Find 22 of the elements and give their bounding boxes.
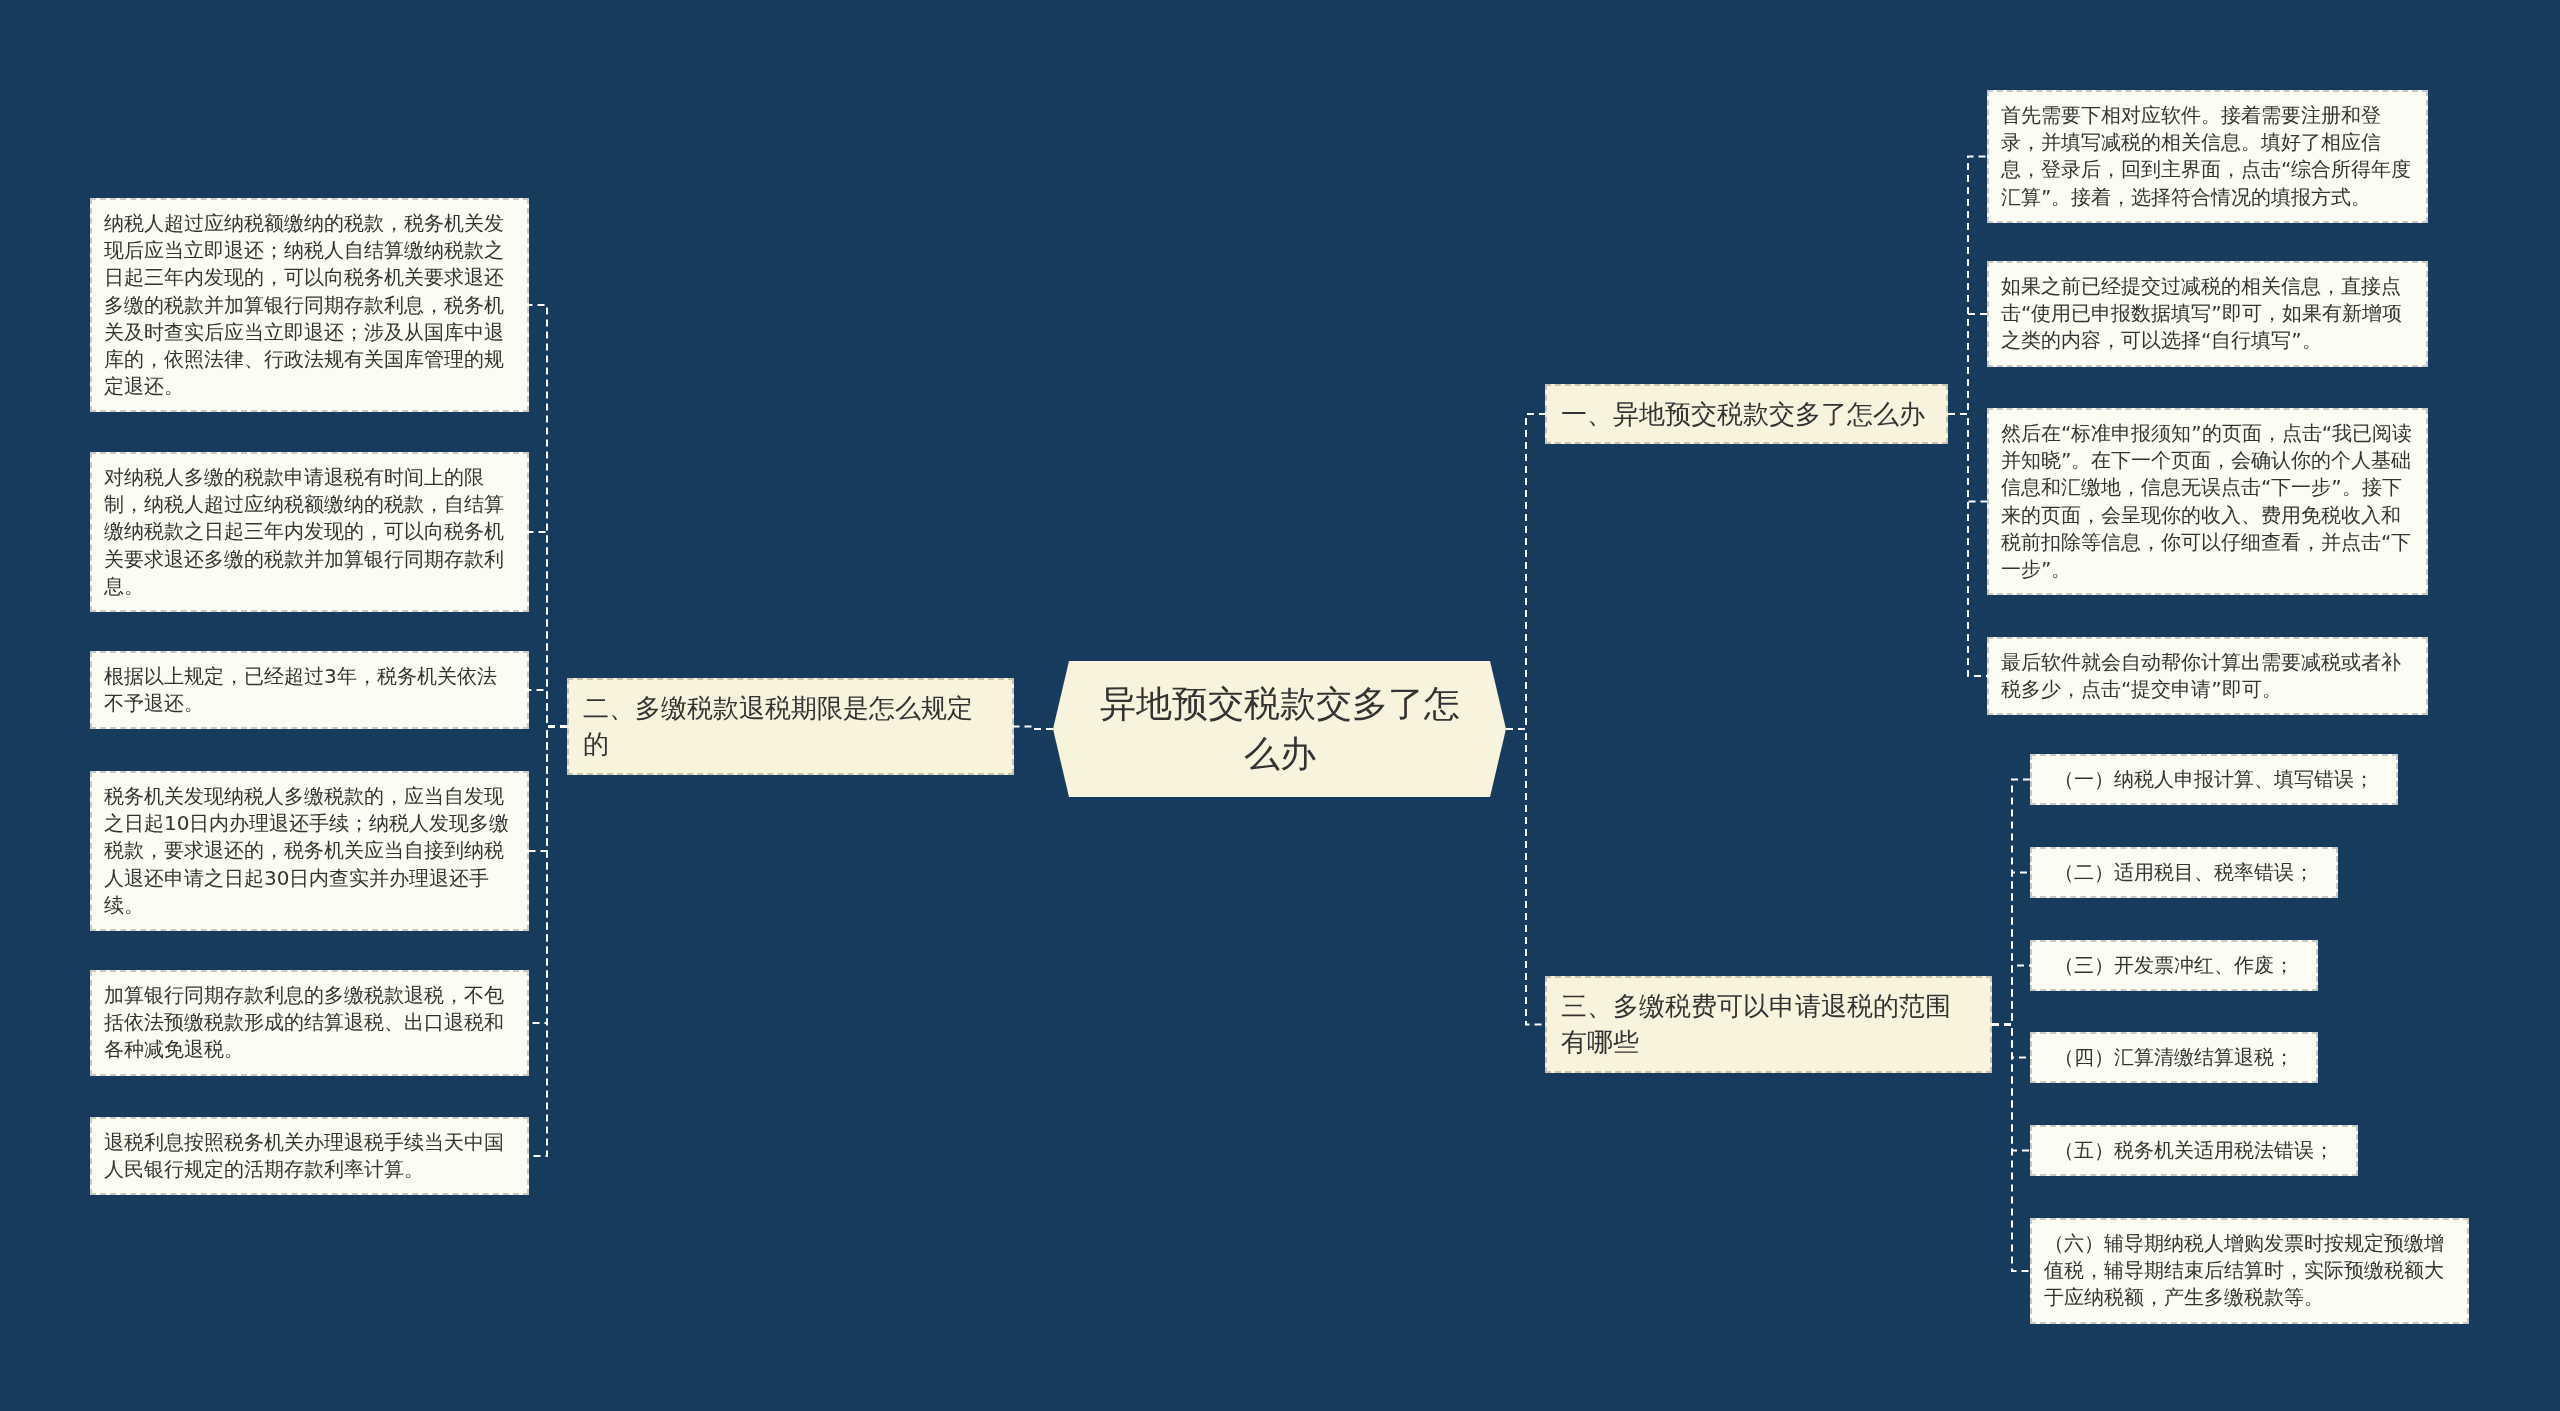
note-box: （三）开发票冲红、作废； [2030, 940, 2318, 992]
central-topic: 异地预交税款交多了怎么办 [1053, 661, 1506, 797]
note-box: （一）纳税人申报计算、填写错误； [2030, 754, 2398, 806]
note-box: 退税利息按照税务机关办理退税手续当天中国人民银行规定的活期存款利率计算。 [90, 1117, 529, 1196]
connector-line [1013, 725, 1054, 730]
topic-box: 一、异地预交税款交多了怎么办 [1545, 384, 1948, 445]
connector-line [1991, 1023, 2031, 1272]
note-box: 然后在“标准申报须知”的页面，点击“我已阅读并知晓”。在下一个页面，会确认你的个人基础信息和汇缴地，信息无误点击“下一步”。接下来的页面，会呈现你的收入、费用免税收入和税前扣除等信息，你可以仔细查看，并点击“下一步”。 [1987, 408, 2428, 596]
topic-box: 二、多缴税款退税期限是怎么规定的 [567, 678, 1014, 775]
note-box: （六）辅导期纳税人增购发票时按规定预缴增值税，辅导期结束后结算时，实际预缴税额大于应纳税额，产生多缴税款等。 [2030, 1218, 2469, 1324]
note-box: （五）税务机关适用税法错误； [2030, 1125, 2358, 1177]
note-box: （四）汇算清缴结算退税； [2030, 1032, 2318, 1084]
note-box: 纳税人超过应纳税额缴纳的税款，税务机关发现后应当立即退还；纳税人自结算缴纳税款之日起三年内发现的，可以向税务机关要求退还多缴的税款并加算银行同期存款利息，税务机关及时查实后应当立即退还；涉及从国库中退库的，依照法律、行政法规有关国库管理的规定退还。 [90, 198, 529, 413]
note-box: 首先需要下相对应软件。接着需要注册和登录，并填写减税的相关信息。填好了相应信息，登录后，回到主界面，点击“综合所得年度汇算”。接着，选择符合情况的填报方式。 [1987, 90, 2428, 223]
note-box: 根据以上规定，已经超过3年，税务机关依法不予退还。 [90, 651, 529, 730]
note-box: 加算银行同期存款利息的多缴税款退税，不包括依法预缴税款形成的结算退税、出口退税和各种减免退税。 [90, 970, 529, 1076]
note-box: 如果之前已经提交过减税的相关信息，直接点击“使用已申报数据填写”即可，如果有新增项之类的内容，可以选择“自行填写”。 [1987, 261, 2428, 367]
note-box: （二）适用税目、税率错误； [2030, 847, 2338, 899]
note-box: 对纳税人多缴的税款申请退税有时间上的限制，纳税人超过应纳税额缴纳的税款，自结算缴纳税款之日起三年内发现的，可以向税务机关要求退还多缴的税款并加算银行同期存款利息。 [90, 452, 529, 612]
topic-box: 三、多缴税费可以申请退税的范围有哪些 [1545, 976, 1992, 1073]
note-box: 最后软件就会自动帮你计算出需要减税或者补税多少，点击“提交申请”即可。 [1987, 637, 2428, 716]
note-box: 税务机关发现纳税人多缴税款的，应当自发现之日起10日内办理退还手续；纳税人发现多缴税款，要求退还的，税务机关应当自接到纳税人退还申请之日起30日内查实并办理退还手续。 [90, 771, 529, 931]
